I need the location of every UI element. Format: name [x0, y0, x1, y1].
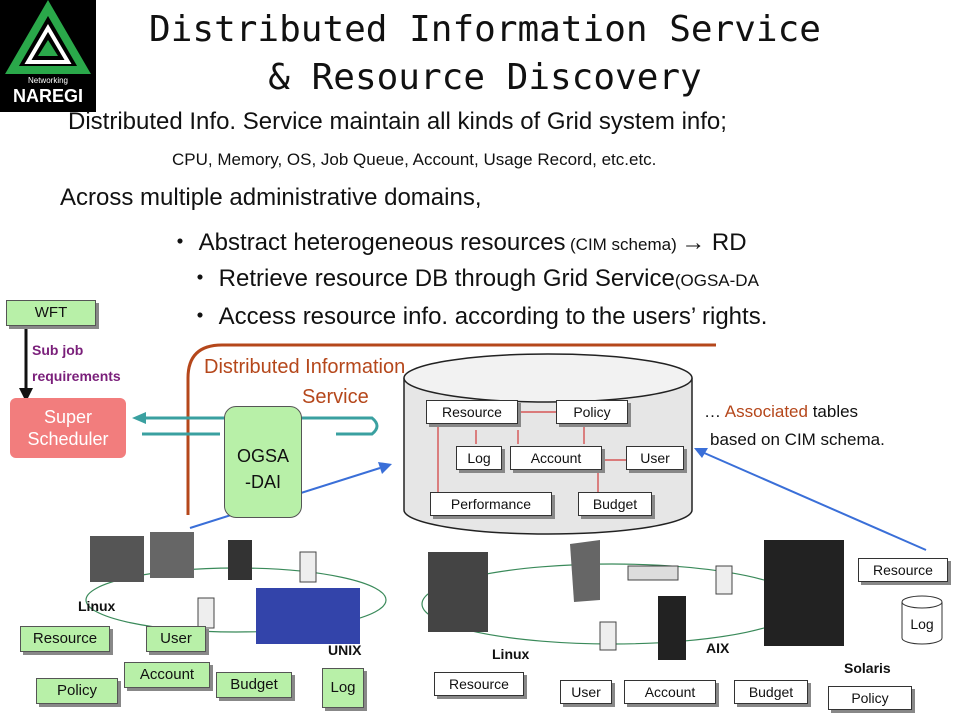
- super-scheduler-box: Super Scheduler: [10, 398, 126, 458]
- examples-text: CPU, Memory, OS, Job Queue, Account, Usa…: [172, 150, 657, 169]
- right-resource-top-box: Resource: [858, 558, 948, 582]
- teal-loop-line: [142, 416, 379, 436]
- note-prefix: …: [704, 402, 725, 421]
- sub-job-label-1: Sub job: [32, 342, 84, 358]
- right-log-cylinder: [901, 602, 943, 645]
- logo-brand: NAREGI: [12, 86, 83, 106]
- db-table-user: User: [626, 446, 684, 470]
- left-user-box: User: [146, 626, 206, 652]
- left-account-box: Account: [124, 662, 210, 688]
- naregi-logo: Networking NAREGI: [0, 0, 96, 112]
- dis-label-1: Distributed Information: [204, 356, 406, 378]
- db-table-resource: Resource: [426, 400, 518, 424]
- right-policy-box: Policy: [828, 686, 912, 710]
- page-title-line2: & Resource Discovery: [268, 57, 702, 98]
- right-log-label: Log: [910, 616, 934, 632]
- db-table-performance: Performance: [430, 492, 552, 516]
- left-budget-box: Budget: [216, 672, 292, 698]
- teal-arrow-head: [132, 412, 146, 424]
- right-user-box: User: [560, 680, 612, 704]
- intro-text: Distributed Info. Service maintain all k…: [68, 108, 727, 135]
- bullet-1-tail: → RD: [681, 229, 747, 256]
- note-tables: tables: [807, 402, 859, 421]
- super-scheduler-line2: Scheduler: [27, 429, 109, 449]
- right-server-icons: [428, 540, 844, 660]
- bullet-1-main: ・ Abstract heterogeneous resources: [168, 229, 566, 256]
- right-resource-box: Resource: [434, 672, 524, 696]
- dis-boundary-line: [186, 343, 716, 515]
- super-scheduler-line1: Super: [43, 407, 93, 427]
- right-account-box: Account: [624, 680, 716, 704]
- logo-triangle-icon: [5, 0, 91, 74]
- right-cluster-arrow: [701, 451, 927, 551]
- bullet-1-small: (CIM schema): [570, 235, 677, 254]
- note-associated: Associated: [724, 402, 808, 421]
- sub-job-arrow-head: [19, 388, 33, 402]
- bullet-1: ・ Abstract heterogeneous resources (CIM …: [168, 222, 747, 257]
- logo-networking: Networking: [27, 76, 68, 85]
- left-linux-label: Linux: [78, 598, 116, 614]
- db-table-account: Account: [510, 446, 602, 470]
- left-resource-box: Resource: [20, 626, 110, 652]
- wft-box: WFT: [6, 300, 96, 326]
- bullet-3: ・ Access resource info. according to the…: [188, 303, 768, 330]
- db-table-policy: Policy: [556, 400, 628, 424]
- across-text: Across multiple administrative domains,: [60, 184, 482, 211]
- left-log-box: Log: [322, 668, 364, 708]
- right-budget-box: Budget: [734, 680, 808, 704]
- bullet-2-main: ・ Retrieve resource DB through Grid Serv…: [188, 265, 675, 292]
- left-policy-box: Policy: [36, 678, 118, 704]
- left-server-icons: [90, 532, 360, 644]
- solaris-label: Solaris: [844, 660, 891, 676]
- ogsa-line2: -DAI: [245, 472, 281, 492]
- sub-job-label-2: requirements: [32, 368, 121, 384]
- right-linux-label: Linux: [492, 646, 530, 662]
- bullet-2-small: (OGSA-DA: [674, 271, 759, 290]
- bullet-2: ・ Retrieve resource DB through Grid Serv…: [188, 258, 759, 293]
- associated-note-2: based on CIM schema.: [710, 430, 885, 449]
- unix-label: UNIX: [328, 642, 362, 658]
- db-table-budget: Budget: [578, 492, 652, 516]
- ogsa-dai-box: OGSA -DAI: [224, 406, 302, 518]
- ogsa-line1: OGSA: [236, 446, 289, 466]
- page-title-line1: Distributed Information Service: [149, 9, 821, 50]
- aix-label: AIX: [706, 640, 730, 656]
- associated-note-1: … Associated tables: [704, 402, 858, 422]
- dis-label-2: Service: [302, 386, 369, 408]
- table-link-lines: [437, 411, 626, 494]
- db-table-log: Log: [456, 446, 502, 470]
